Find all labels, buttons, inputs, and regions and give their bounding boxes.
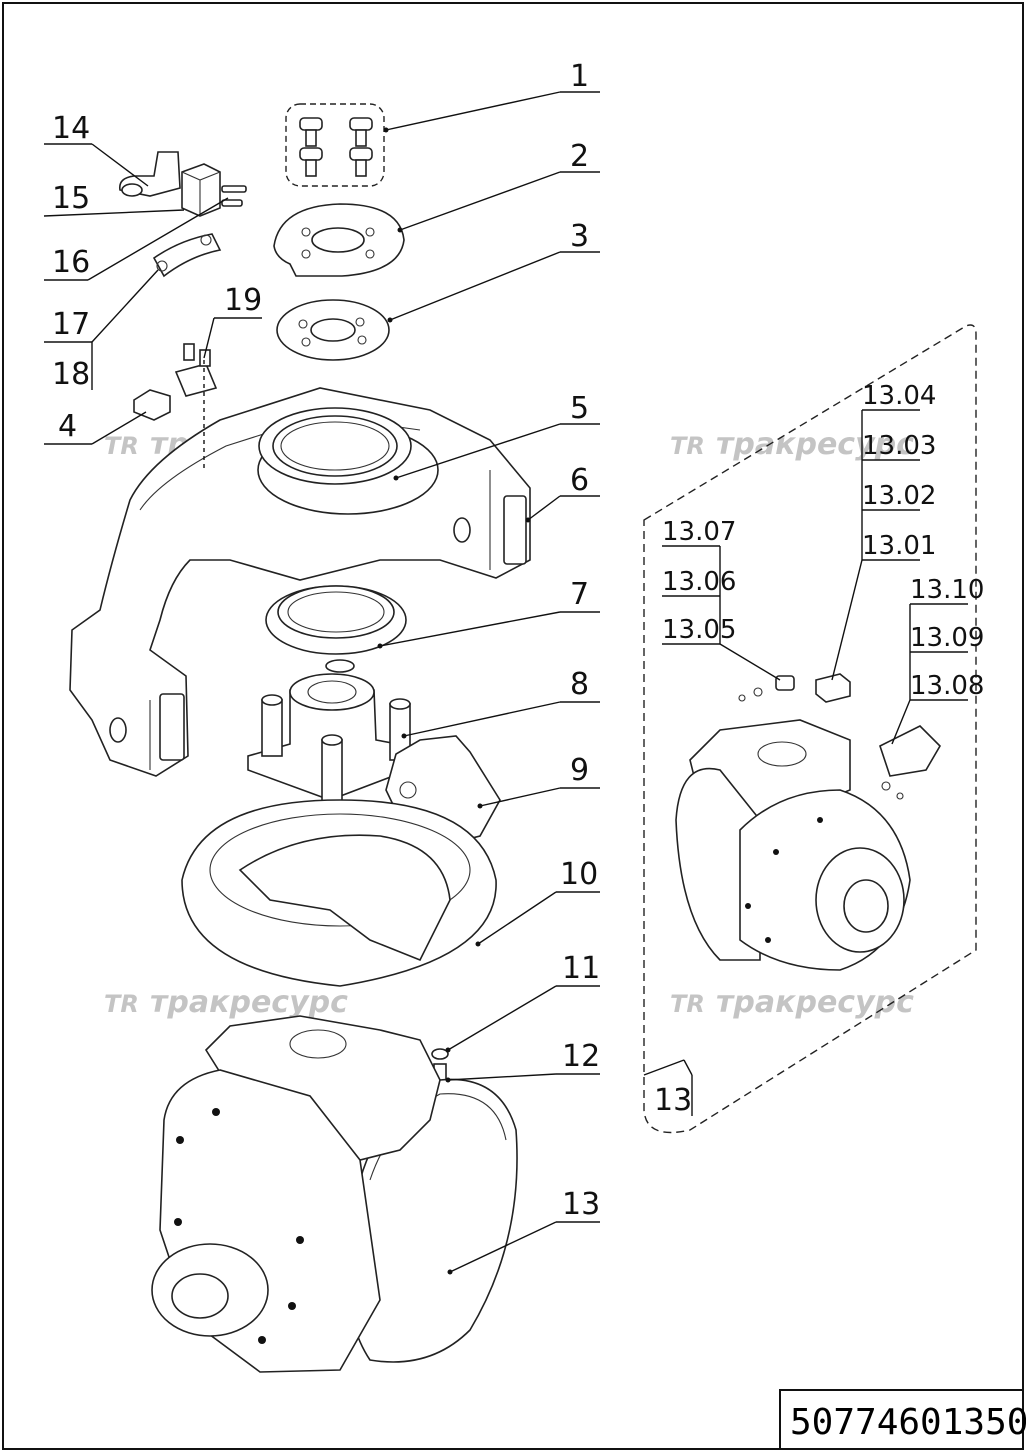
detail-13-plug [879, 725, 942, 800]
watermark-3: TR тракресурс [104, 985, 348, 1020]
callout-12: 12 [445, 1039, 600, 1083]
part-3-gasket [276, 299, 390, 361]
detail-item-13-10: 13.10 [910, 575, 984, 605]
detail-item-13-09: 13.09 [910, 623, 984, 653]
callout-9: 9 [477, 753, 600, 809]
detail-item-13-01: 13.01 [862, 531, 936, 561]
callout-1: 1 [383, 59, 600, 133]
callout-5: 5 [393, 391, 600, 481]
detail-item-13-06: 13.06 [662, 567, 736, 597]
detail-13-sensor-small [738, 675, 795, 702]
callout-13: 13 [447, 1187, 600, 1275]
detail-items-13-05-07: 13.07 13.06 13.05 [662, 517, 781, 681]
detail-13-frame [643, 324, 977, 1134]
detail-item-13-05: 13.05 [662, 615, 736, 645]
callout-7-label: 7 [570, 577, 589, 612]
detail-item-13-07: 13.07 [662, 517, 736, 547]
callout-4-label: 4 [58, 409, 77, 444]
detail-13-drive-unit [675, 719, 911, 971]
part-13-drive-unit [151, 1015, 518, 1373]
detail-13-connector [815, 673, 851, 703]
callout-10-label: 10 [560, 857, 598, 892]
watermark-mark: TR [670, 990, 705, 1018]
watermark-text: тракресурс [150, 985, 348, 1020]
callout-18-label: 18 [52, 357, 90, 392]
callout-17-label: 17 [52, 307, 90, 342]
callout-5-label: 5 [570, 391, 589, 426]
callout-3-label: 3 [570, 219, 589, 254]
part-1-bolt-set [285, 103, 385, 187]
callout-8: 8 [401, 667, 600, 739]
callout-6: 6 [525, 463, 600, 523]
part-11-washer [431, 1048, 449, 1060]
callout-7: 7 [377, 577, 600, 649]
callout-8-label: 8 [570, 667, 589, 702]
watermark-text: тракресурс [716, 985, 914, 1020]
callout-6-label: 6 [570, 463, 589, 498]
callout-4: 4 [44, 409, 147, 445]
detail-item-13-04: 13.04 [862, 381, 936, 411]
drawing-number-box: 507746013501 [779, 1389, 1026, 1450]
callout-15: 15 [43, 181, 185, 217]
callout-1-label: 1 [570, 59, 589, 94]
detail-items-13-08-10: 13.10 13.09 13.08 [891, 575, 984, 745]
detail-item-13-08: 13.08 [910, 671, 984, 701]
callout-11-label: 11 [562, 951, 600, 986]
part-7-bearing [265, 585, 407, 655]
detail-13-label: 13 [654, 1083, 692, 1118]
callout-3: 3 [387, 219, 600, 323]
callout-15-label: 15 [52, 181, 90, 216]
part-4-limit-switch [133, 389, 171, 421]
drawing-number: 507746013501 [790, 1402, 1026, 1443]
callout-2: 2 [397, 139, 600, 233]
detail-item-13-02: 13.02 [862, 481, 936, 511]
callout-16-label: 16 [52, 245, 90, 280]
callout-14-label: 14 [52, 111, 90, 146]
part-10-cover [181, 799, 497, 987]
part-5-bearing-ring [257, 407, 439, 515]
callout-2-label: 2 [570, 139, 589, 174]
part-15-block [181, 163, 221, 217]
watermark-mark: TR [104, 432, 139, 460]
detail-item-13-03: 13.03 [862, 431, 936, 461]
callout-12-label: 12 [562, 1039, 600, 1074]
callout-10: 10 [475, 857, 600, 947]
callout-9-label: 9 [570, 753, 589, 788]
callout-17-18: 17 18 [44, 269, 159, 392]
watermark-mark: TR [104, 990, 139, 1018]
callout-14: 14 [44, 111, 149, 187]
part-17-clamp [152, 233, 222, 278]
watermark-4: TR тракресурс [670, 985, 914, 1020]
detail-items-13-01-04: 13.04 13.03 13.02 13.01 [831, 381, 936, 681]
detail-13-tag-box [643, 1059, 693, 1116]
callout-16: 16 [44, 197, 229, 281]
callout-11: 11 [445, 951, 600, 1053]
part-19-switch-bracket [174, 343, 218, 397]
watermark-mark: TR [670, 432, 705, 460]
callout-19-label: 19 [224, 283, 262, 318]
part-2-cover-plate [273, 203, 405, 277]
callout-13-label: 13 [562, 1187, 600, 1222]
callout-19: 19 [203, 283, 262, 470]
part-8-pivot-housing [247, 659, 431, 811]
part-16-screws [221, 185, 247, 207]
part-14-bracket [118, 151, 181, 197]
